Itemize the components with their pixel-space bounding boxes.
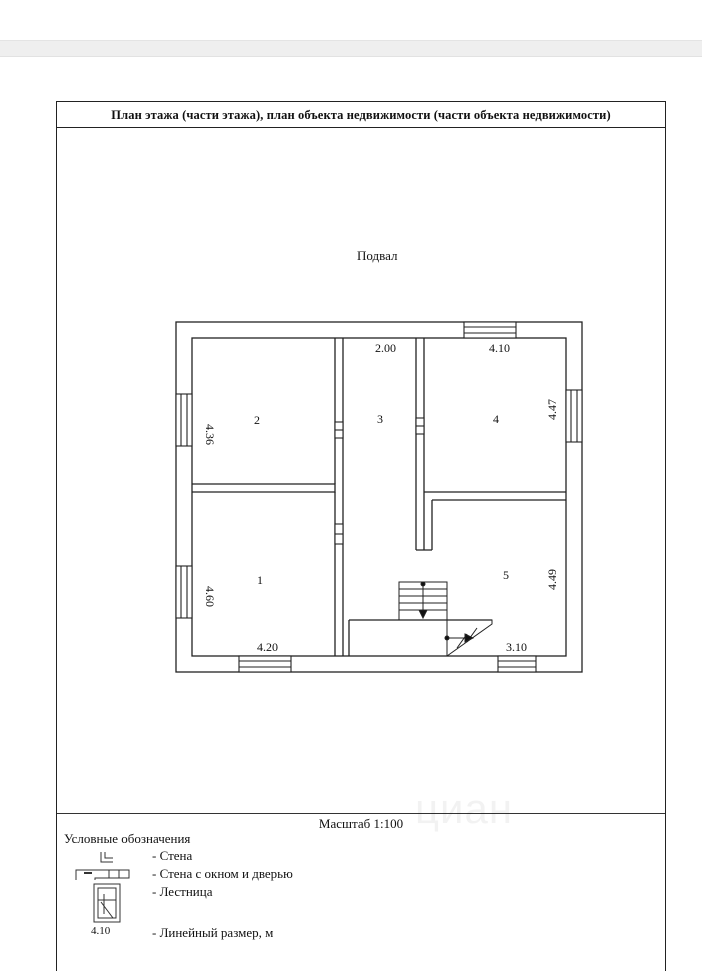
window-bottom-left [238, 655, 292, 673]
room-4-label: 4 [493, 412, 499, 426]
dimension-4-47: 4.47 [545, 399, 559, 420]
stairs [398, 581, 493, 657]
room-5-label: 5 [503, 568, 509, 582]
legend-wall-symbol [100, 852, 113, 863]
dimension-4-49: 4.49 [545, 569, 559, 590]
window-right [565, 389, 583, 443]
dimension-4-20: 4.20 [257, 640, 278, 654]
room-2-label: 2 [254, 413, 260, 427]
window-top [463, 321, 517, 339]
wall-right-corridor [415, 338, 425, 551]
cian-watermark-logo: циан [415, 785, 514, 832]
window-left-lower [175, 565, 193, 619]
dimension-4-10: 4.10 [489, 341, 510, 355]
door-room2 [334, 421, 344, 439]
legend-linear-dimension-label: - Линейный размер, м [152, 925, 274, 940]
legend-wall-window-door-symbol [75, 869, 130, 880]
wall-room2-room1 [192, 483, 336, 493]
legend-stairs-symbol [93, 883, 121, 923]
legend-wall-label: - Стена [152, 848, 193, 863]
door-room4 [415, 417, 425, 435]
door-room1 [334, 523, 344, 545]
dimension-4-36: 4.36 [203, 424, 217, 445]
legend-wall-window-door-label: - Стена с окном и дверью [152, 866, 293, 881]
outer-wall-outer [175, 321, 583, 673]
floor-plan-drawing: 1 2 3 4 5 2.00 4.10 4.36 4.47 4.60 4.49 … [75, 321, 583, 923]
wall-left-corridor [334, 338, 344, 656]
wall-room4-room5 [424, 491, 566, 551]
dimension-2-00: 2.00 [375, 341, 396, 355]
outer-wall-inner [191, 337, 567, 657]
floor-plan-sheet: План этажа (части этажа), план объекта н… [56, 101, 666, 971]
window-bottom-right [497, 655, 537, 673]
legend-title: Условные обозначения [64, 831, 191, 846]
window-left-upper [175, 393, 193, 447]
dimension-3-10: 3.10 [506, 640, 527, 654]
room-1-label: 1 [257, 573, 263, 587]
legend-stairs-label: - Лестница [152, 884, 213, 899]
legend-dimension-sample: 4.10 [91, 925, 111, 937]
sheet-title: План этажа (части этажа), план объекта н… [57, 102, 665, 128]
scale-label: Масштаб 1:100 [57, 813, 665, 834]
room-3-label: 3 [377, 412, 383, 426]
dimension-4-60: 4.60 [203, 586, 217, 607]
floor-name: Подвал [357, 248, 398, 263]
top-toolbar-strip [0, 40, 702, 57]
